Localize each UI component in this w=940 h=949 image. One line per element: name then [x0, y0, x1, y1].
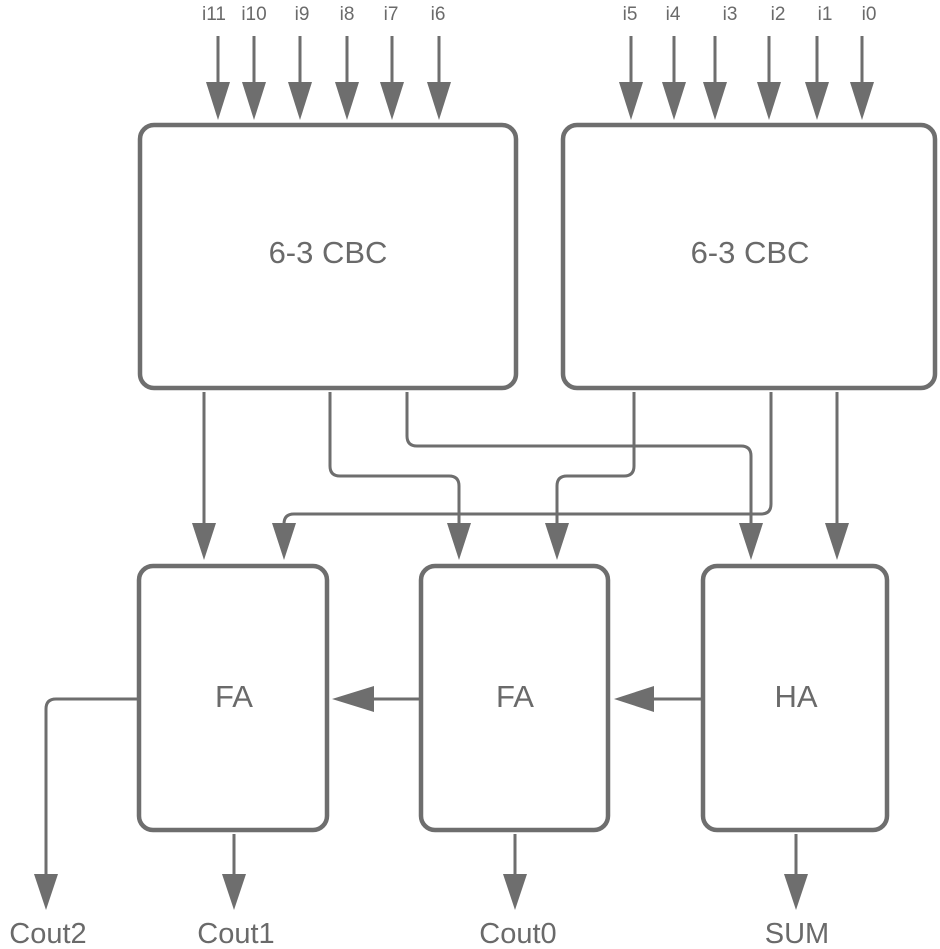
wire-right-cbc-to-left-fa: [272, 392, 773, 560]
input-label-i7: i7: [384, 4, 399, 25]
cbc-to-adder-wires: [192, 392, 849, 560]
left-input-arrows: [206, 36, 451, 120]
output-arrow-cout0: [503, 834, 527, 910]
carry-arrow-fa-to-fa: [332, 686, 419, 712]
cbc-block-left: 6-3 CBC: [137, 122, 519, 391]
input-label-i0: i0: [862, 4, 877, 25]
input-arrow-i0: [850, 36, 874, 120]
input-arrow-i11: [206, 36, 230, 120]
output-arrow-sum: [784, 834, 808, 910]
input-label-i2: i2: [771, 4, 786, 25]
input-arrow-i2: [757, 36, 781, 120]
output-label-sum: SUM: [765, 918, 829, 949]
output-arrows: [34, 697, 808, 910]
wire-left-cbc-to-left-fa: [192, 392, 216, 560]
input-label-i4: i4: [666, 4, 681, 25]
wire-right-cbc-to-middle-fa: [545, 392, 636, 560]
input-label-i5: i5: [623, 4, 638, 25]
output-arrow-cout1: [222, 834, 246, 910]
input-arrow-i1: [805, 36, 829, 120]
wire-right-cbc-to-ha: [825, 392, 849, 560]
ha-label: HA: [774, 679, 817, 714]
input-arrow-i8: [335, 36, 359, 120]
cbc-right-label: 6-3 CBC: [691, 235, 810, 270]
cbc-left-label: 6-3 CBC: [269, 235, 388, 270]
input-arrow-i3: [703, 36, 727, 120]
input-arrow-i10: [242, 36, 266, 120]
fa-block-left: FA: [136, 563, 330, 833]
right-input-arrows: [619, 36, 874, 120]
output-label-cout1: Cout1: [197, 918, 274, 949]
output-label-cout0: Cout0: [479, 918, 556, 949]
input-label-i8: i8: [340, 4, 355, 25]
output-labels: Cout2 Cout1 Cout0 SUM: [9, 918, 829, 949]
input-label-i10: i10: [241, 4, 266, 25]
ha-block: HA: [700, 563, 890, 833]
input-label-i9: i9: [295, 4, 310, 25]
input-arrow-i5: [619, 36, 643, 120]
fa-left-label: FA: [215, 679, 253, 714]
input-label-i11: i11: [202, 4, 226, 25]
carry-chain: [332, 686, 701, 712]
input-arrow-i7: [380, 36, 404, 120]
input-label-i6: i6: [431, 4, 446, 25]
input-arrow-i9: [288, 36, 312, 120]
input-arrow-i6: [427, 36, 451, 120]
wire-left-cbc-to-ha: [405, 392, 763, 560]
fa-block-middle: FA: [418, 563, 611, 833]
cbc-block-right: 6-3 CBC: [560, 122, 938, 391]
input-labels: i11 i10 i9 i8 i7 i6 i5 i4 i3 i2 i1 i0: [202, 4, 876, 25]
input-arrow-i4: [662, 36, 686, 120]
input-label-i3: i3: [723, 4, 738, 25]
output-arrow-cout2: [34, 697, 137, 910]
fa-middle-label: FA: [496, 679, 534, 714]
wire-left-cbc-to-middle-fa: [328, 392, 471, 560]
carry-arrow-ha-to-fa: [614, 686, 701, 712]
output-label-cout2: Cout2: [9, 918, 86, 949]
input-label-i1: i1: [818, 4, 833, 25]
